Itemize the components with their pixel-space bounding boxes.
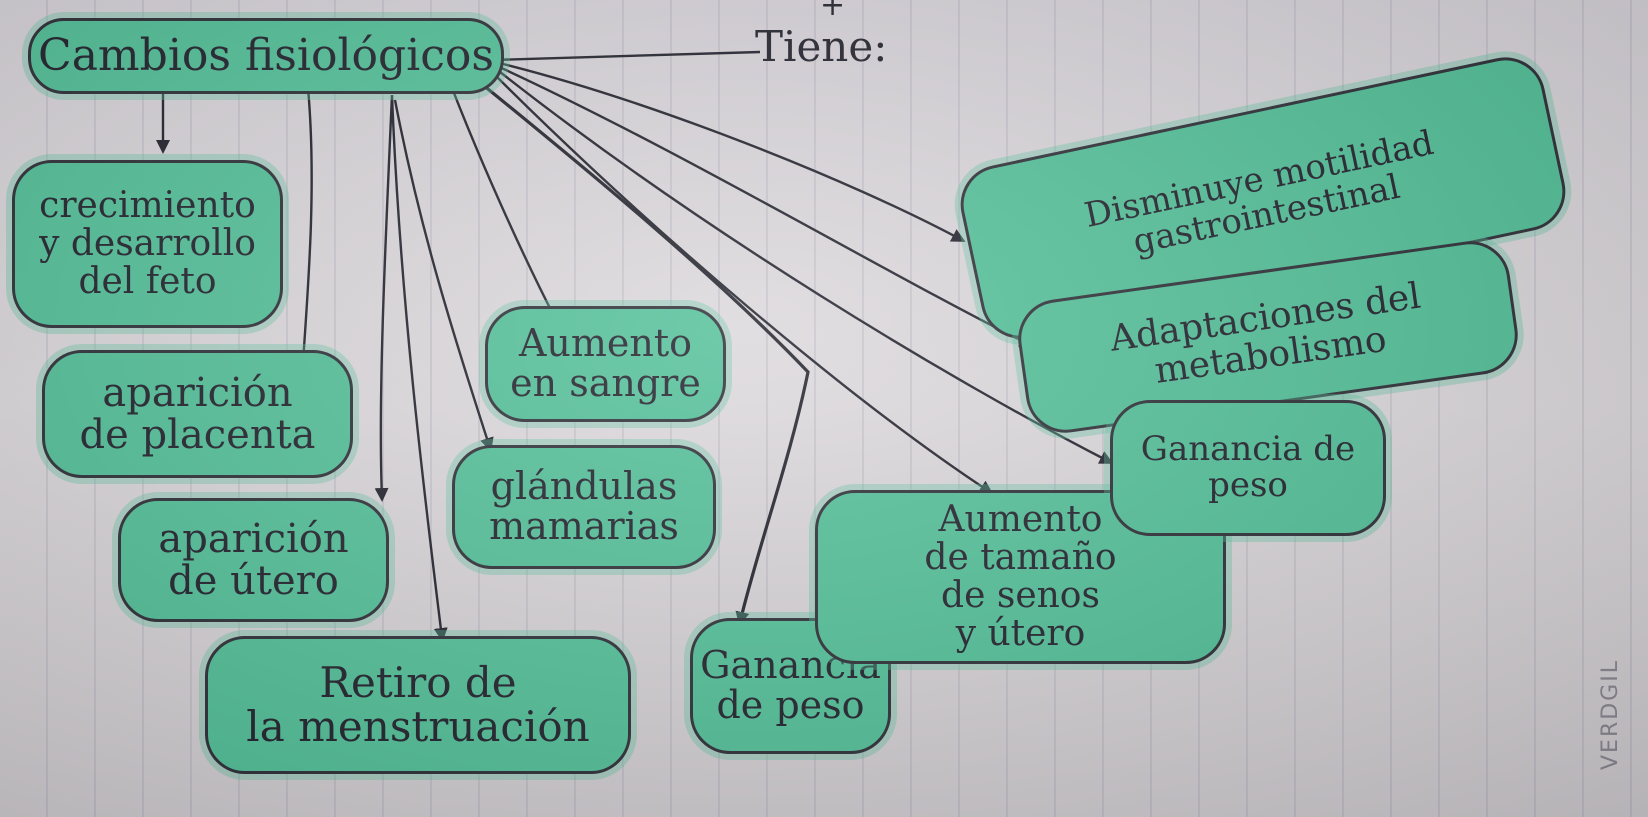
- plus-mark: +: [820, 0, 846, 23]
- edge-child-4: [390, 94, 448, 642]
- edge-child-3: [374, 94, 394, 502]
- node-glandulas: glándulas mamarias: [452, 445, 716, 569]
- node-ganancia-peso-1: Ganancia de peso: [690, 618, 891, 754]
- node-ganancia-peso-2: Ganancia de peso: [1110, 400, 1386, 536]
- edge-child-8: [491, 71, 994, 495]
- edge-child-5: [450, 87, 557, 322]
- node-sangre: Aumento en sangre: [485, 306, 726, 422]
- node-placenta: aparición de placenta: [42, 350, 353, 478]
- edge-child-6: [393, 99, 494, 452]
- root-node: Cambios fisiológicos: [28, 18, 504, 94]
- edge-tiene: [488, 50, 761, 67]
- node-menstruacion: Retiro de la menstruación: [205, 636, 631, 774]
- connector-label: Tiene:: [755, 22, 888, 71]
- node-utero: aparición de útero: [118, 498, 389, 622]
- edge-child-9: [494, 60, 966, 242]
- node-crecimiento: crecimiento y desarrollo del feto: [12, 160, 283, 328]
- edge-child-11: [494, 67, 1114, 464]
- brand-watermark: VERDGIL: [1598, 659, 1623, 770]
- edge-child-7: [481, 83, 810, 626]
- edge-child-10: [494, 63, 1034, 347]
